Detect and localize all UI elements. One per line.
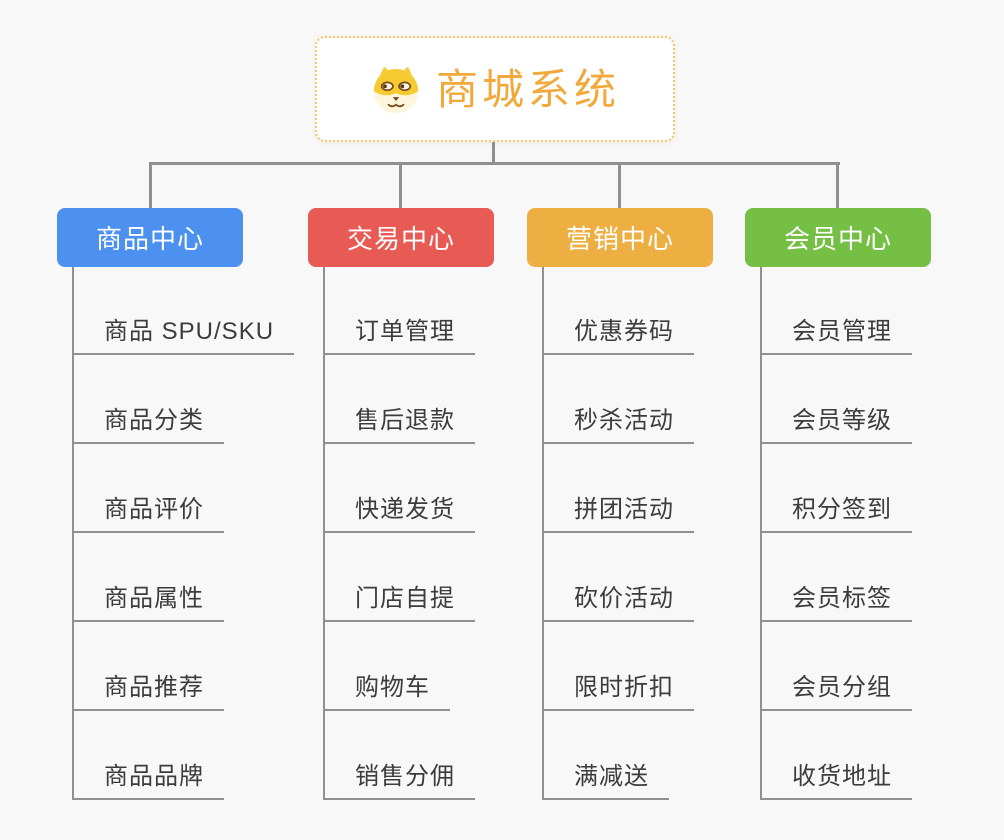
connector-root-stub: [492, 142, 495, 164]
branch-node-marketing[interactable]: 营销中心: [527, 208, 713, 267]
connector-drop-members: [836, 164, 839, 208]
child-node[interactable]: 会员管理: [760, 318, 912, 355]
child-node[interactable]: 商品 SPU/SKU: [72, 318, 295, 355]
root-title: 商城系统: [435, 66, 620, 113]
branch-spine-trade: [323, 267, 325, 800]
child-node[interactable]: 会员标签: [760, 585, 912, 622]
branch-node-products[interactable]: 商品中心: [57, 208, 243, 267]
child-node[interactable]: 会员分组: [760, 674, 912, 711]
child-node[interactable]: 收货地址: [760, 763, 912, 800]
branch-node-trade[interactable]: 交易中心: [308, 208, 494, 267]
child-node[interactable]: 秒杀活动: [542, 407, 694, 444]
shiba-dog-icon: [370, 63, 422, 115]
branch-spine-products: [72, 267, 74, 800]
child-node[interactable]: 会员等级: [760, 407, 912, 444]
branch-spine-marketing: [542, 267, 544, 800]
child-node[interactable]: 购物车: [323, 674, 450, 711]
child-node[interactable]: 商品属性: [72, 585, 224, 622]
child-node[interactable]: 商品评价: [72, 496, 224, 533]
child-node[interactable]: 拼团活动: [542, 496, 694, 533]
child-node[interactable]: 商品分类: [72, 407, 224, 444]
child-node[interactable]: 砍价活动: [542, 585, 694, 622]
child-node[interactable]: 商品品牌: [72, 763, 224, 800]
child-node[interactable]: 商品推荐: [72, 674, 224, 711]
child-node[interactable]: 限时折扣: [542, 674, 694, 711]
child-node[interactable]: 销售分佣: [323, 763, 475, 800]
child-node[interactable]: 优惠券码: [542, 318, 694, 355]
connector-drop-products: [149, 164, 152, 208]
connector-horizontal: [149, 162, 840, 165]
child-node[interactable]: 订单管理: [323, 318, 475, 355]
child-node[interactable]: 积分签到: [760, 496, 912, 533]
child-node[interactable]: 满减送: [542, 763, 669, 800]
branch-spine-members: [760, 267, 762, 800]
connector-drop-marketing: [618, 164, 621, 208]
root-node[interactable]: 商城系统: [315, 36, 675, 142]
child-node[interactable]: 快递发货: [323, 496, 475, 533]
connector-drop-trade: [399, 164, 402, 208]
branch-node-members[interactable]: 会员中心: [745, 208, 931, 267]
child-node[interactable]: 门店自提: [323, 585, 475, 622]
child-node[interactable]: 售后退款: [323, 407, 475, 444]
